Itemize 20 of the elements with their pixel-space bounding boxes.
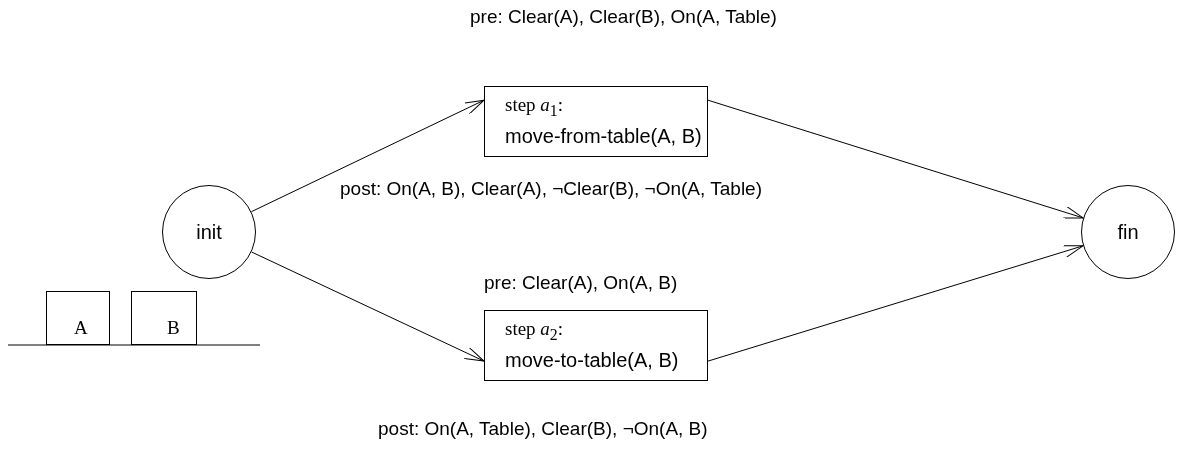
state-label: fin xyxy=(1117,220,1139,244)
precondition-text: pre: Clear(A), On(A, B) xyxy=(484,272,678,294)
state-label: init xyxy=(196,220,222,244)
step-heading: step a$_{1}$: xyxy=(505,93,564,121)
block-box xyxy=(46,291,110,345)
block-box xyxy=(131,291,197,345)
postcondition-text: post: On(A, B), Clear(A), ¬Clear(B), ¬On(A, Table) xyxy=(340,178,762,200)
arrow xyxy=(707,99,1084,219)
step-box xyxy=(484,310,708,381)
arrow xyxy=(250,99,485,213)
arrow xyxy=(251,251,485,362)
step-box xyxy=(484,86,708,157)
postcondition-text: post: On(A, Table), Clear(B), ¬On(A, B) xyxy=(378,418,708,440)
precondition-text: pre: Clear(A), Clear(B), On(A, Table) xyxy=(470,6,777,28)
block-label: B xyxy=(167,317,180,339)
block-label: A xyxy=(74,317,88,339)
action-text: move-to-table(A, B) xyxy=(505,347,679,373)
step-heading: step a$_{2}$: xyxy=(505,317,564,345)
arrow xyxy=(707,245,1084,362)
action-text: move-from-table(A, B) xyxy=(505,123,702,149)
